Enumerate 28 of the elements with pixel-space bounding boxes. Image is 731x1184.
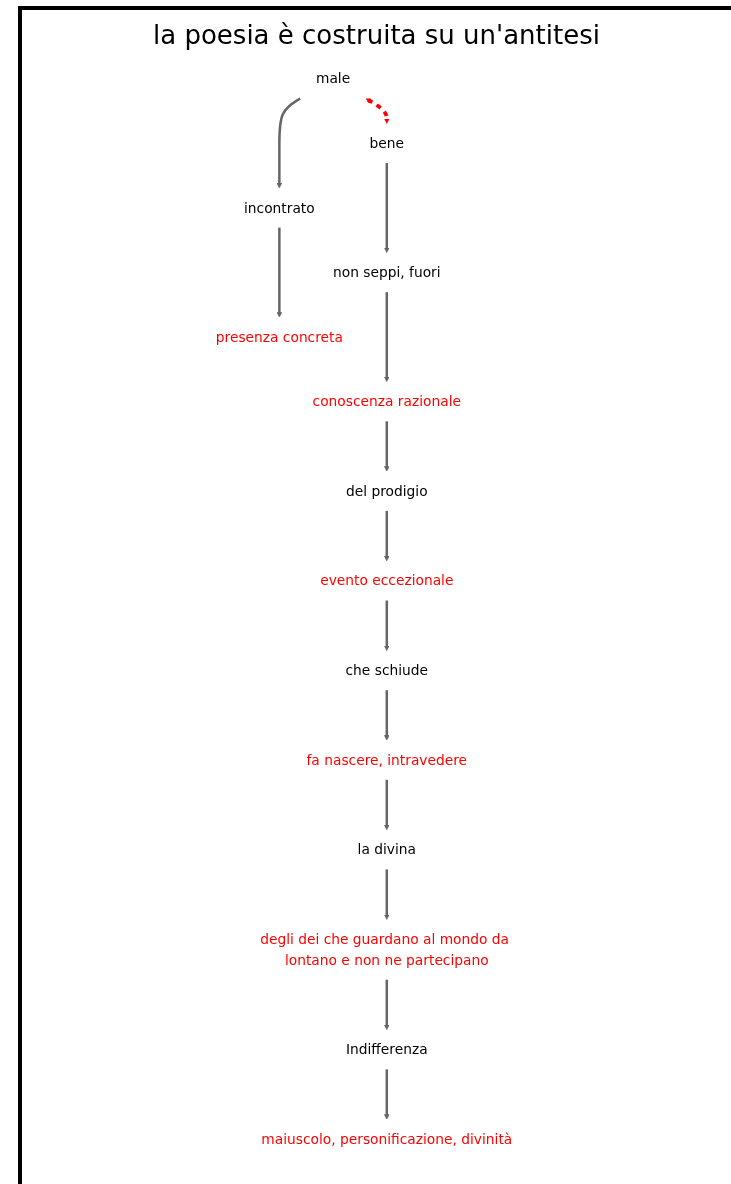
node-text: conoscenza razionale <box>312 393 461 410</box>
diagram-title: la poesia è costruita su un'antitesi <box>153 20 600 50</box>
arrow <box>276 97 301 189</box>
node-text: degli dei che guardano al mondo da lontano e non ne partecipano <box>260 931 510 968</box>
node-text: del prodigio <box>345 483 428 499</box>
node-text: presenza concreta <box>215 329 343 345</box>
node-text: la divina <box>357 841 417 858</box>
arrow <box>384 600 390 651</box>
node-text: Indifferenza <box>345 1041 428 1058</box>
arrow <box>384 979 390 1031</box>
arrow <box>384 163 390 253</box>
arrow <box>384 690 390 741</box>
node-text: male <box>315 70 351 87</box>
node-text: che schiude <box>345 662 429 679</box>
node-text: fa nascere, intravedere <box>306 752 468 768</box>
node-text: evento eccezionale <box>320 572 454 589</box>
arrow <box>384 292 390 383</box>
node-text: non seppi, fuori <box>332 264 441 281</box>
arrow <box>365 98 390 124</box>
arrow <box>384 421 390 472</box>
node-text: incontrato <box>244 200 315 216</box>
arrow <box>384 779 390 831</box>
arrow <box>384 1069 390 1120</box>
node-text: bene <box>369 135 405 152</box>
node-text: maiuscolo, personificazione, divinità <box>261 1131 513 1148</box>
arrow <box>384 869 390 920</box>
arrow <box>384 510 390 562</box>
arrow <box>276 227 283 318</box>
